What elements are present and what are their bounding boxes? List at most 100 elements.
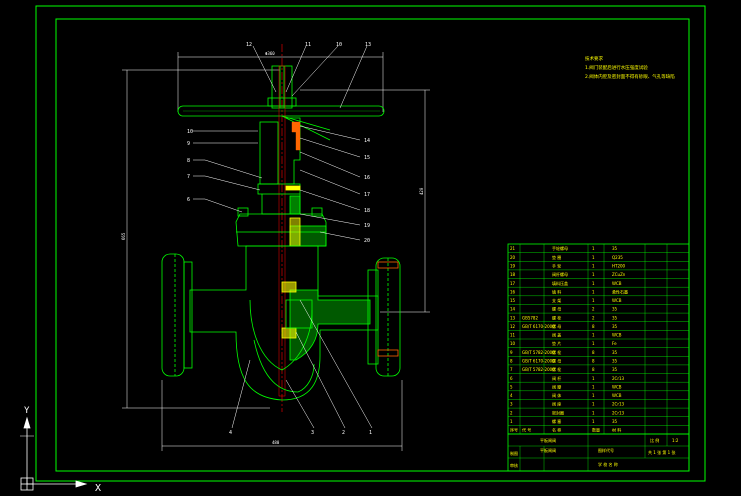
bom-header-code: 代 号: [522, 427, 531, 433]
callout-left-4: 7: [187, 174, 190, 180]
drawing-sub: 平板闸阀: [540, 447, 556, 453]
bom-cell-qty: 1: [592, 402, 595, 407]
callout-right-4: 17: [364, 192, 370, 198]
bom-cell-material: WCB: [612, 393, 622, 398]
bom-cell-no: 5: [510, 384, 513, 389]
bom-cell-material: 35: [612, 315, 618, 320]
bom-cell-qty: 1: [592, 341, 595, 346]
sheet-label: 共 1 张 第 1 张: [648, 449, 675, 455]
bom-cell-material: HT200: [612, 263, 626, 268]
notes-title: 技术要求: [585, 55, 603, 62]
bom-cell-name: 填料压盖: [552, 280, 568, 286]
bom-cell-name: 阀 体: [552, 392, 561, 398]
valve-assembly-drawing[interactable]: Φ360 665 420 480: [121, 42, 430, 451]
bom-cell-name: 螺 栓: [552, 314, 561, 320]
bom-cell-name: 垫 片: [552, 340, 561, 346]
bom-cell-code: GB/T 6170-2000: [522, 324, 555, 329]
bom-cell-no: 12: [510, 324, 516, 329]
bom-cell-code: GB/T 6170-2000: [522, 358, 555, 363]
yoke: [257, 117, 301, 215]
bom-cell-no: 16: [510, 289, 516, 294]
bom-header-name: 名 称: [552, 427, 561, 433]
scale-value: 1:2: [672, 438, 679, 443]
drawing-name: 平板闸阀: [540, 437, 556, 443]
bom-cell-name: 阀 座: [552, 401, 561, 407]
bom-cell-name: 手轮螺母: [552, 245, 568, 251]
bom-header-no: 序号: [510, 427, 518, 433]
notes-line-2: 2.阀体内腔及密封面不得有砂眼、气孔等缺陷: [585, 73, 675, 80]
bom-cell-material: 2Cr13: [612, 410, 625, 415]
handwheel: [177, 105, 385, 141]
bom-cell-material: 2Cr13: [612, 376, 625, 381]
dim-top-width: Φ360: [265, 51, 275, 56]
bom-cell-no: 18: [510, 272, 516, 277]
bom-cell-qty: 1: [592, 333, 595, 338]
callout-left-2: 9: [187, 141, 190, 147]
callout-right-6: 19: [364, 223, 370, 229]
bom-cell-no: 15: [510, 298, 516, 303]
bom-cell-name: 阀 盖: [552, 332, 561, 338]
leader-lines: [193, 45, 373, 429]
bom-cell-no: 19: [510, 263, 516, 268]
title-block[interactable]: 平板闸阀 平板闸阀 比 例 1:2 共 1 张 第 1 张 制图 审核 学 校 …: [507, 433, 690, 472]
callout-bottom-4: 1: [369, 430, 372, 436]
ucs-icon: [20, 416, 88, 491]
bom-cell-material: WCB: [612, 333, 622, 338]
bom-cell-name: 螺 栓: [552, 366, 561, 372]
callout-right-1: 14: [364, 138, 370, 144]
bom-cell-no: 8: [510, 358, 513, 363]
callout-top-2: 11: [305, 42, 311, 48]
bom-cell-no: 21: [510, 246, 516, 251]
bom-header-qty: 数量: [592, 427, 600, 433]
callout-bottom-2: 3: [311, 430, 314, 436]
designer-label: 制图: [510, 450, 518, 456]
bom-cell-qty: 1: [592, 246, 595, 251]
callout-left-5: 6: [187, 197, 190, 203]
bom-cell-qty: 1: [592, 393, 595, 398]
bom-cell-no: 17: [510, 281, 516, 286]
bom-cell-name: 支 架: [552, 297, 561, 303]
bom-cell-no: 10: [510, 341, 516, 346]
bom-cell-qty: 1: [592, 384, 595, 389]
bom-cell-material: Fe: [612, 341, 617, 346]
callout-bottom-3: 2: [342, 430, 345, 436]
dimensions: [122, 52, 430, 451]
bom-cell-no: 7: [510, 367, 513, 372]
dim-total-height: 665: [121, 232, 126, 240]
bom-cell-name: 螺 栓: [552, 349, 561, 355]
bom-cell-material: 35: [612, 246, 618, 251]
bom-cell-qty: 1: [592, 255, 595, 260]
bom-cell-qty: 1: [592, 263, 595, 268]
drawing-number: 图样代号: [598, 447, 614, 453]
bom-cell-code: GB/T 5782-2000: [522, 350, 555, 355]
dim-right-height: 420: [419, 187, 424, 195]
bom-cell-material: 2Cr13: [612, 402, 625, 407]
bom-cell-qty: 2: [592, 307, 595, 312]
ucs-y-label: Y: [24, 406, 30, 416]
bom-cell-qty: 1: [592, 410, 595, 415]
bom-cell-qty: 1: [592, 376, 595, 381]
callout-numbers: 10 9 8 7 6 12 11 10 13 14 15 16 17 18 19…: [187, 42, 372, 436]
callout-left-3: 8: [187, 158, 190, 164]
bom-cell-material: WCB: [612, 384, 622, 389]
bom-cell-material: 35: [612, 358, 618, 363]
callout-top-1: 12: [246, 42, 252, 48]
bom-cell-name: 填 料: [552, 288, 561, 294]
callout-top-3: 10: [336, 42, 342, 48]
valve-body: [161, 245, 401, 401]
bom-cell-material: 35: [612, 350, 618, 355]
bonnet: [235, 207, 327, 247]
bom-cell-material: Q235: [612, 255, 623, 260]
callout-right-7: 20: [364, 238, 370, 244]
bom-cell-code: GB5782: [522, 315, 538, 320]
bom-cell-name: 螺 母: [552, 357, 561, 363]
bom-cell-no: 14: [510, 307, 516, 312]
callout-right-2: 15: [364, 155, 370, 161]
bom-cell-material: 35: [612, 324, 618, 329]
bom-cell-material: ZCuZn: [612, 272, 626, 277]
bom-cell-no: 20: [510, 255, 516, 260]
bom-cell-no: 13: [510, 315, 516, 320]
bom-cell-no: 4: [510, 393, 513, 398]
